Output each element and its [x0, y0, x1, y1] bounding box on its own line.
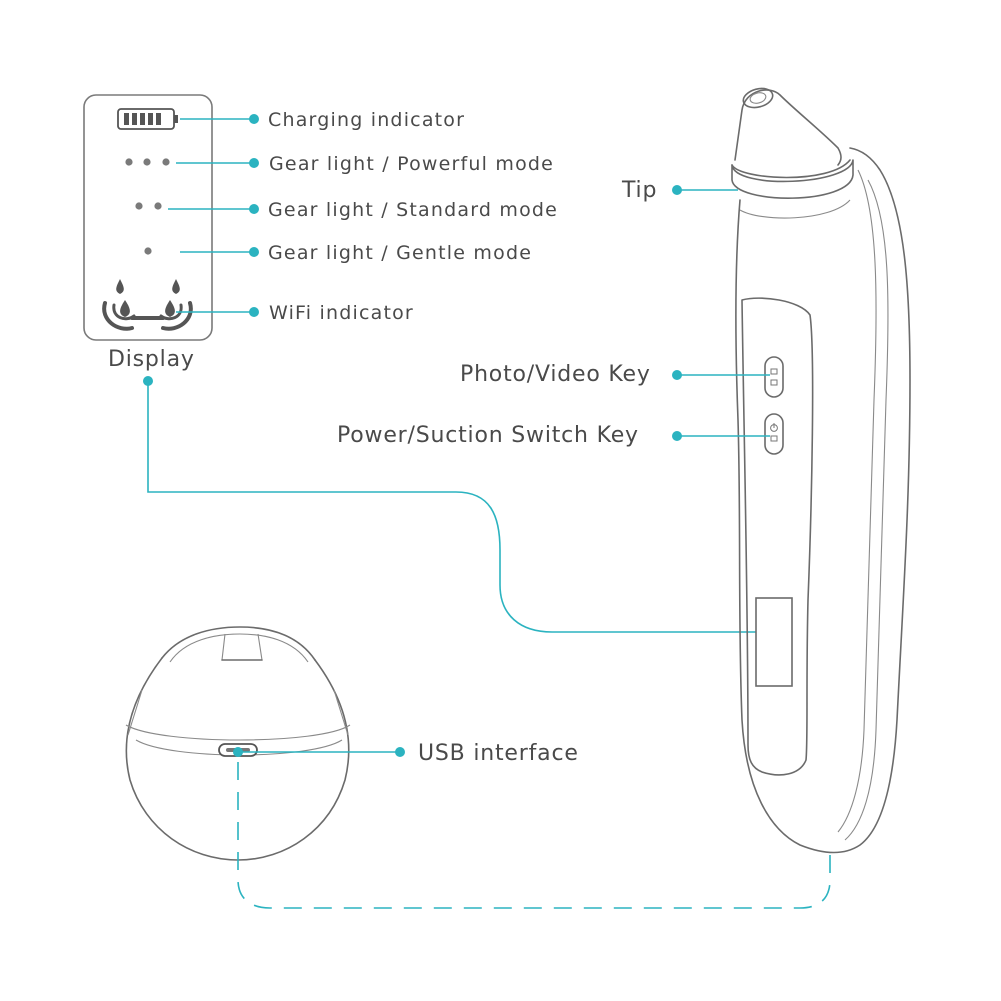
display-panel: Display [83, 94, 213, 372]
gear-standard-dots-icon [135, 202, 162, 210]
tip-opening [742, 87, 774, 109]
display-title: Display [108, 347, 195, 372]
power-suction-key[interactable] [764, 413, 784, 455]
display-connector [143, 376, 771, 633]
battery-icon [117, 108, 178, 130]
display-callouts: Charging indicator Gear light / Powerful… [168, 109, 558, 324]
gear-standard-label: Gear light / Standard mode [268, 199, 558, 221]
tip-label: Tip [621, 178, 657, 203]
gear-gentle-label: Gear light / Gentle mode [268, 242, 532, 264]
wifi-drops-icon [102, 279, 193, 331]
gear-powerful-label: Gear light / Powerful mode [269, 153, 554, 175]
power-suction-key-label: Power/Suction Switch Key [337, 423, 639, 448]
charging-indicator-label: Charging indicator [268, 109, 465, 131]
photo-video-key-label: Photo/Video Key [460, 362, 651, 387]
wifi-indicator-label: WiFi indicator [269, 302, 414, 324]
photo-video-key[interactable] [764, 356, 784, 398]
gear-powerful-dots-icon [125, 158, 170, 166]
usb-interface-label: USB interface [418, 741, 579, 766]
device-screen [755, 597, 793, 687]
device-callouts: Tip Photo/Video Key Power/Suction Switch… [337, 178, 770, 448]
usb-callout: USB interface [233, 741, 831, 909]
display-panel-frame [83, 94, 213, 341]
device-body [731, 87, 911, 854]
gear-gentle-dot-icon [144, 247, 152, 255]
